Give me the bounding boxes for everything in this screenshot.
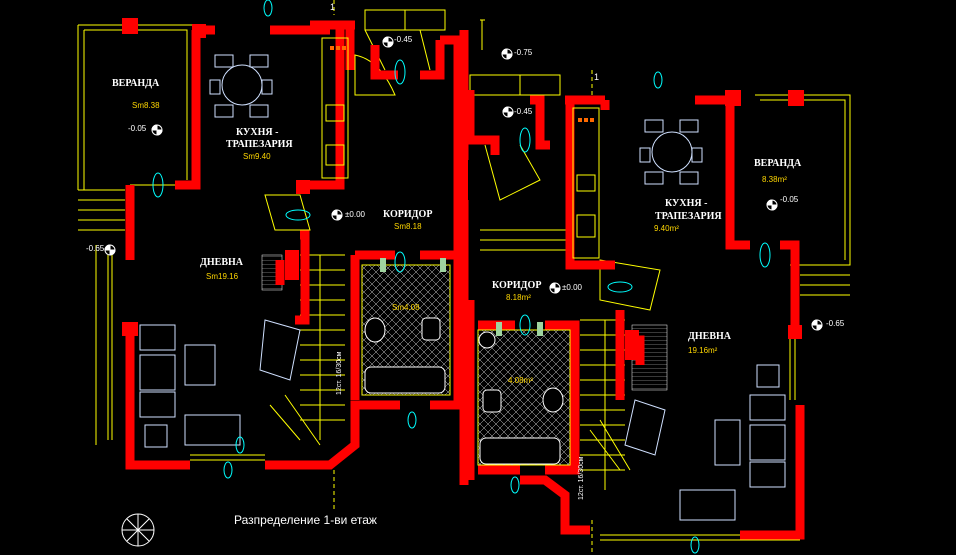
room-area-kitchen-left: Sm9.40 xyxy=(243,152,271,161)
room-name-corridor-left: КОРИДОР xyxy=(383,209,433,220)
level-living-left: -0.65 xyxy=(86,244,105,253)
drawing-caption: Разпределение 1-ви етаж xyxy=(234,513,377,527)
level-entry-center: -0.75 xyxy=(514,48,533,57)
room-name-kitchen-left-2: ТРАПЕЗАРИЯ xyxy=(226,139,293,150)
room-name-corridor-right: КОРИДОР xyxy=(492,280,542,291)
mirror-fixtures xyxy=(380,258,543,336)
room-area-veranda-left: Sm8.38 xyxy=(132,101,160,110)
stair-label-left: 12ст. 16/30см xyxy=(336,351,343,395)
room-area-corridor-right: 8.18m² xyxy=(506,293,531,302)
walls xyxy=(125,20,805,540)
level-markers xyxy=(104,36,823,331)
room-area-living-right: 19.16m² xyxy=(688,346,718,355)
kitchen-counters xyxy=(321,37,600,259)
level-veranda-left: -0.05 xyxy=(128,124,147,133)
room-area-bath-left: Sm4.08 xyxy=(392,303,420,312)
room-area-living-left: Sm19.16 xyxy=(206,272,239,281)
room-name-living-right: ДНЕВНА xyxy=(688,331,731,342)
room-area-veranda-right: 8.38m² xyxy=(762,175,787,184)
level-corridor-left: ±0.00 xyxy=(345,210,365,219)
level-entry-right: -0.45 xyxy=(514,107,533,116)
room-name-kitchen-left-1: КУХНЯ - xyxy=(236,127,279,138)
lighting-fixtures xyxy=(152,0,771,554)
north-arrow-icon xyxy=(121,513,155,547)
stair-label-right: 12ст. 16/30см xyxy=(578,456,585,500)
level-entry-left: -0.45 xyxy=(394,35,413,44)
axis-mark-top: 1 xyxy=(330,2,336,12)
room-name-kitchen-right-2: ТРАПЕЗАРИЯ xyxy=(655,211,722,222)
level-corridor-right: ±0.00 xyxy=(562,283,582,292)
wall-columns xyxy=(122,18,804,360)
kitchen-hob-marks xyxy=(330,46,594,122)
axis-mark-right: 1 xyxy=(594,72,600,82)
room-name-veranda-right: ВЕРАНДА xyxy=(754,158,802,169)
room-name-kitchen-right-1: КУХНЯ - xyxy=(665,198,708,209)
furniture xyxy=(139,54,786,521)
room-area-bath-right: 4.08m² xyxy=(508,376,533,385)
room-area-kitchen-right: 9.40m² xyxy=(654,224,679,233)
level-living-right: -0.65 xyxy=(826,319,845,328)
room-name-veranda-left: ВЕРАНДА xyxy=(112,78,160,89)
bath-fixtures xyxy=(364,317,564,465)
room-area-corridor-left: Sm8.18 xyxy=(394,222,422,231)
level-veranda-right: -0.05 xyxy=(780,195,799,204)
room-name-living-left: ДНЕВНА xyxy=(200,257,243,268)
